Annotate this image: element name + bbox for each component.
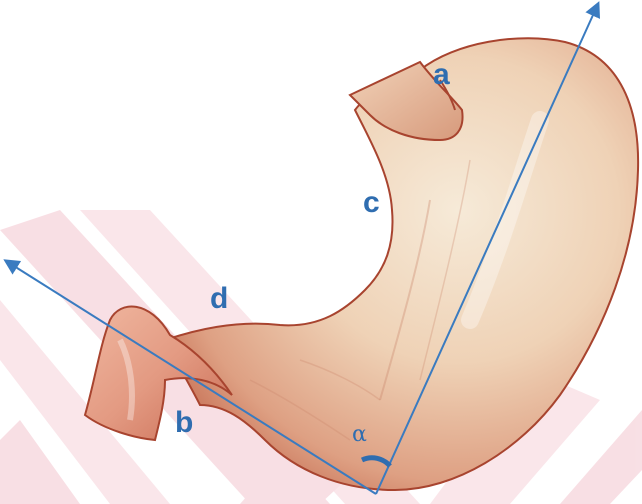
label-a: a [433,58,450,91]
label-c: c [363,186,380,219]
label-b: b [175,406,193,439]
label-d: d [210,282,228,315]
label-alpha: α [352,422,367,447]
